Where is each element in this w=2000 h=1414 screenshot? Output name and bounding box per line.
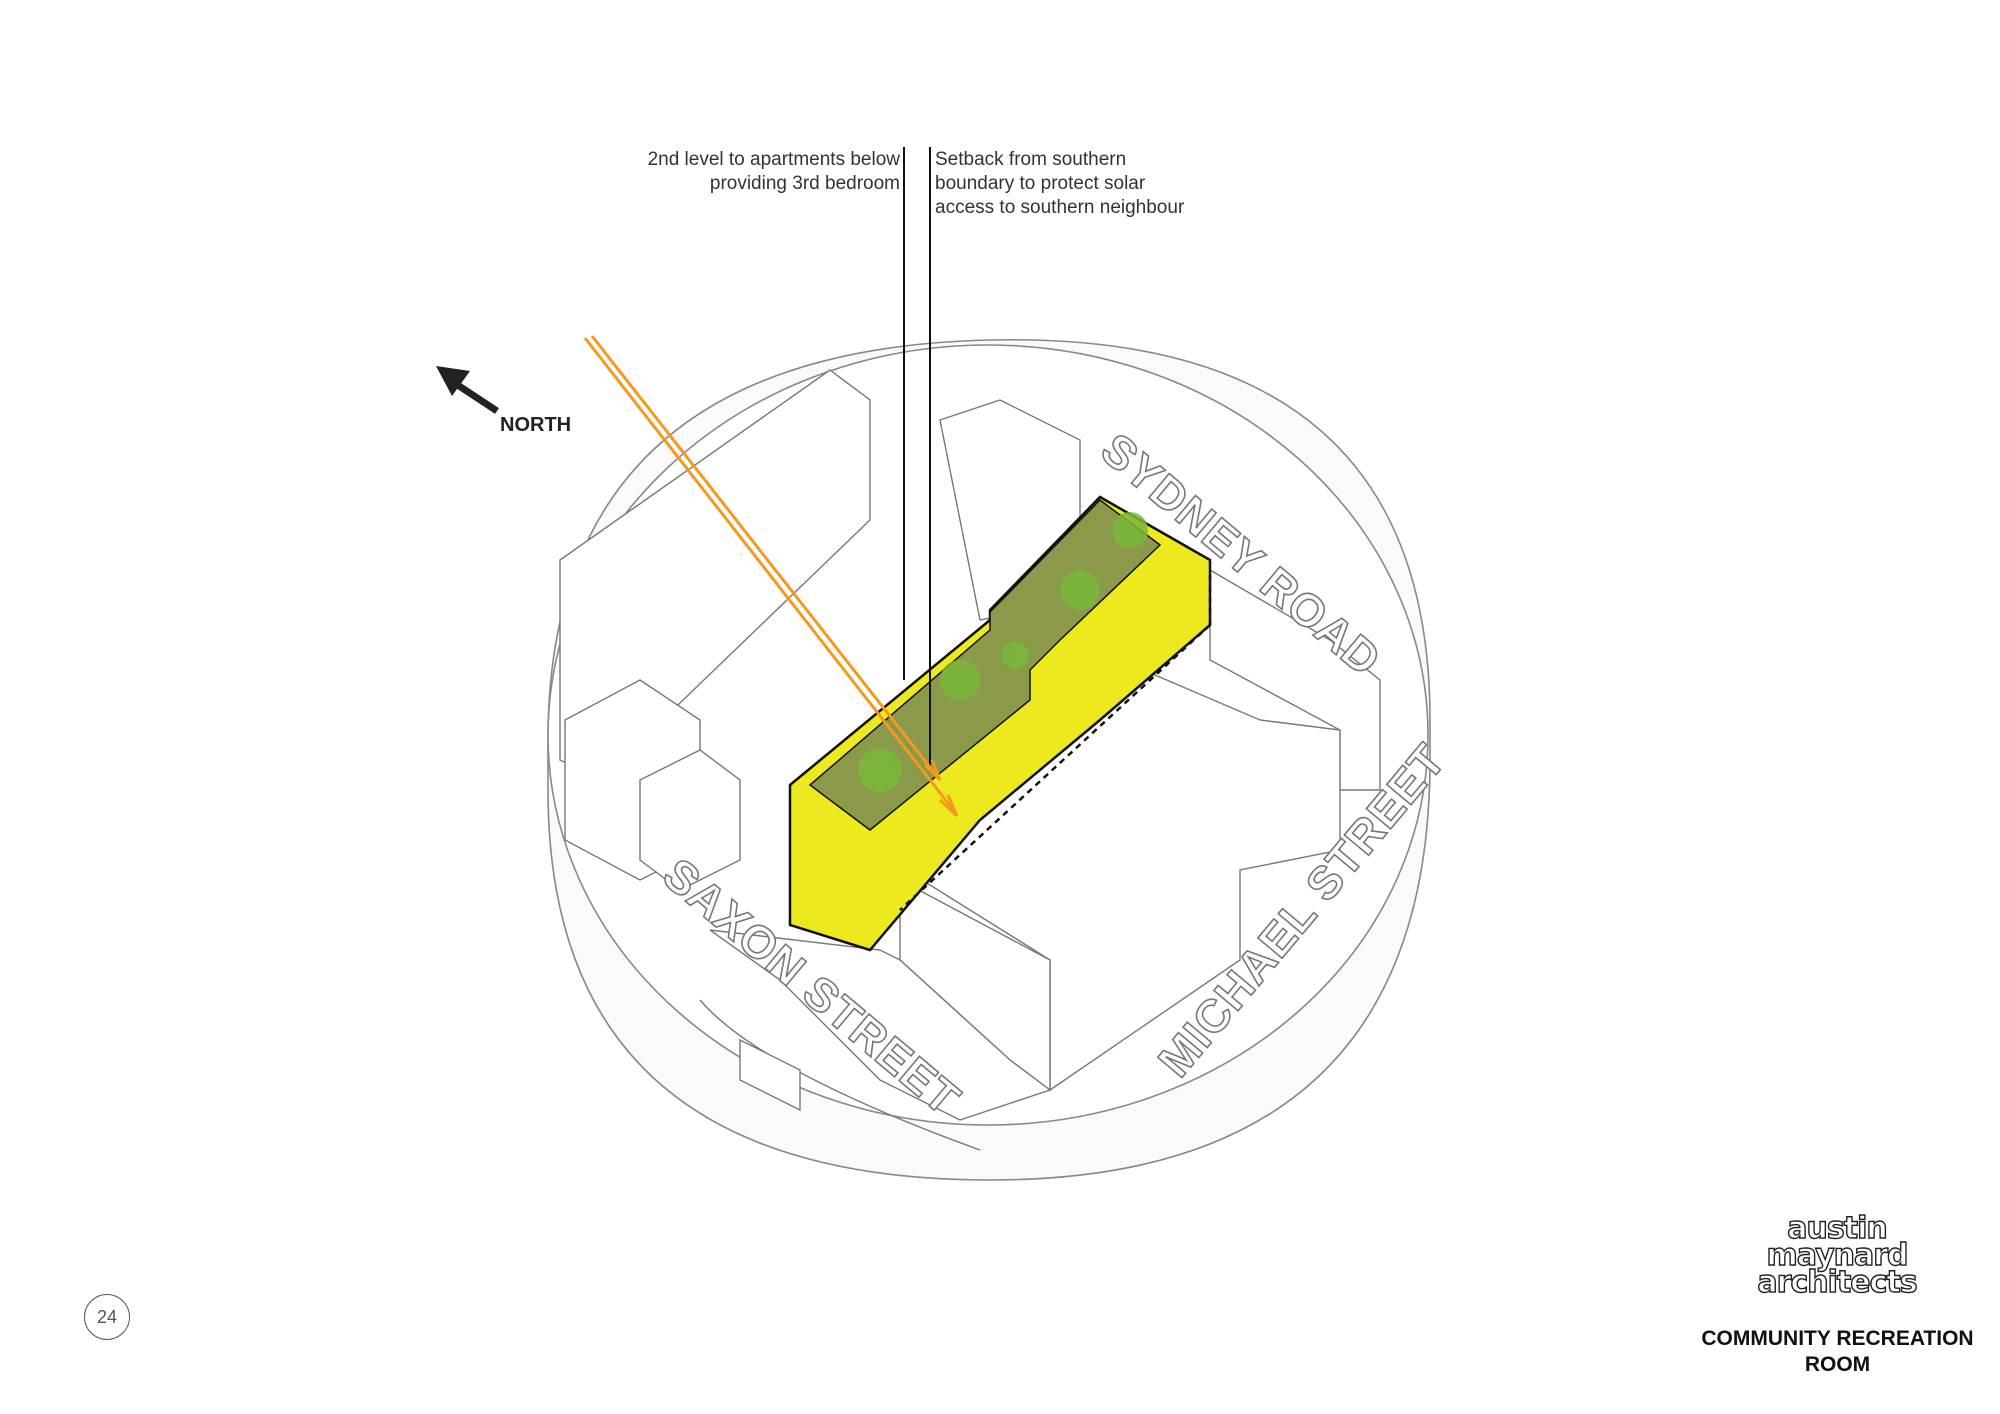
logo-line: maynard [1766, 1238, 1909, 1273]
annotation-second-level: 2nd level to apartments below providing … [560, 148, 900, 196]
annotation-setback: Setback from southern boundary to protec… [935, 148, 1255, 220]
north-arrow-icon [436, 366, 499, 414]
logo-line: architects [1757, 1265, 1919, 1300]
logo-line: austin [1787, 1211, 1889, 1246]
annotation-line: access to southern neighbour [935, 197, 1185, 218]
sun-rays [583, 335, 959, 818]
proposed-building [788, 495, 1212, 952]
annotation-line: 2nd level to apartments below [647, 149, 900, 170]
annotation-line: Setback from southern [935, 149, 1127, 170]
north-label: NORTH [500, 414, 572, 436]
title-line: ROOM [1804, 1353, 1871, 1376]
context-buildings [559, 369, 1381, 1151]
page-number: 24 [84, 1294, 130, 1340]
annotation-line: boundary to protect solar [935, 173, 1146, 194]
annotation-line: providing 3rd bedroom [709, 173, 900, 194]
title-line: COMMUNITY RECREATION [1701, 1327, 1974, 1350]
company-logo: austin maynard architects [1737, 1211, 1937, 1300]
document-title: COMMUNITY RECREATION ROOM [1680, 1326, 1995, 1378]
